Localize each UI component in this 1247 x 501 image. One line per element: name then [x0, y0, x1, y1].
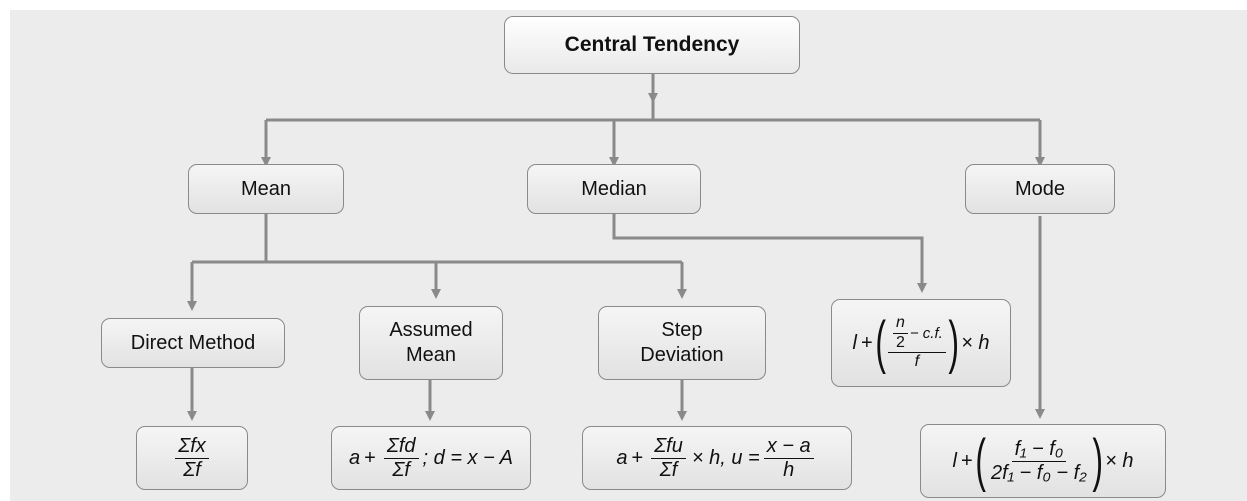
median-cf: − c.f. — [909, 324, 943, 342]
step-mid: × h, u = — [691, 446, 760, 469]
assumed-tail: ; d = x − A — [422, 446, 513, 469]
step-denominator: Σf — [659, 458, 678, 481]
step-a: a — [616, 446, 628, 469]
central-tendency-label: Central Tendency — [564, 32, 740, 56]
median-n-over-2: n 2 — [892, 314, 908, 352]
median-formula-l: l — [852, 331, 857, 354]
assumed-mean-label: Assumed Mean — [389, 319, 473, 366]
direct-fraction: Σfx Σf — [175, 435, 209, 482]
median-formula-box: l + ( n 2 − c.f. f ) × h — [831, 299, 1011, 387]
central-tendency-node: Central Tendency — [504, 16, 800, 74]
median-f: f — [914, 353, 920, 371]
step-u-denominator: h — [783, 458, 795, 481]
mean-node: Mean — [188, 164, 344, 214]
assumed-fraction: Σfd Σf — [383, 435, 419, 482]
median-paren-close: ) — [948, 310, 959, 375]
mode-fraction: f₁ − f₀ 2f₁ − f₀ − f₂ — [988, 438, 1090, 485]
step-fraction: Σfu Σf — [651, 435, 686, 482]
median-paren-open: ( — [874, 310, 886, 375]
step-deviation-label: Step Deviation — [640, 319, 724, 366]
assumed-a: a — [349, 446, 361, 469]
median-n: n — [892, 314, 908, 334]
step-u-numerator: x − a — [763, 435, 814, 459]
assumed-plus: + — [364, 446, 376, 469]
step-plus: + — [631, 446, 644, 469]
assumed-denominator: Σf — [392, 458, 410, 481]
direct-method-node: Direct Method — [101, 318, 285, 368]
direct-formula-box: Σfx Σf — [136, 426, 248, 490]
mode-plus: + — [961, 449, 973, 472]
mode-paren-close: ) — [1092, 428, 1103, 493]
step-u-fraction: x − a h — [763, 435, 814, 482]
direct-numerator: Σfx — [175, 435, 209, 459]
median-node: Median — [527, 164, 701, 214]
assumed-mean-node: Assumed Mean — [359, 306, 503, 380]
mode-node: Mode — [965, 164, 1115, 214]
mode-label: Mode — [1014, 177, 1066, 200]
mode-denominator: 2f₁ − f₀ − f₂ — [991, 461, 1087, 484]
connector-median-formula — [612, 214, 927, 293]
median-numerator: n 2 − c.f. — [887, 314, 946, 354]
median-outer-fraction: n 2 − c.f. f — [887, 314, 946, 371]
median-times-h: × h — [961, 331, 990, 354]
assumed-formula-box: a + Σfd Σf ; d = x − A — [331, 426, 531, 490]
mode-formula-box: l + ( f₁ − f₀ 2f₁ − f₀ − f₂ ) × h — [920, 424, 1166, 498]
direct-method-label: Direct Method — [130, 331, 256, 354]
median-two: 2 — [895, 333, 905, 351]
direct-denominator: Σf — [183, 458, 201, 481]
mode-l: l — [952, 449, 957, 472]
assumed-numerator: Σfd — [383, 435, 419, 459]
step-deviation-node: Step Deviation — [598, 306, 766, 380]
mode-times-h: × h — [1105, 449, 1134, 472]
mode-paren-open: ( — [975, 428, 986, 493]
median-formula-plus: + — [860, 331, 873, 354]
mean-label: Mean — [240, 177, 292, 200]
mode-numerator: f₁ − f₀ — [1011, 438, 1067, 462]
step-formula-box: a + Σfu Σf × h, u = x − a h — [582, 426, 852, 490]
median-label: Median — [581, 177, 647, 200]
step-numerator: Σfu — [651, 435, 686, 459]
